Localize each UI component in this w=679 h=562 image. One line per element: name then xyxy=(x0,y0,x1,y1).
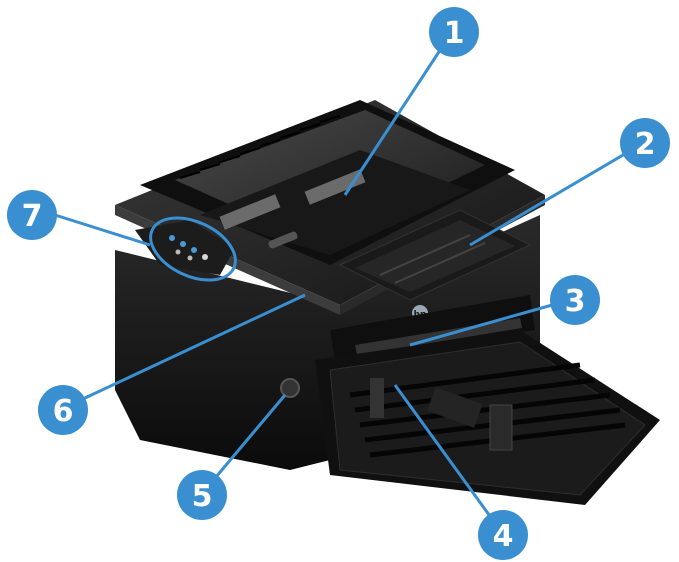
svg-text:2: 2 xyxy=(635,127,656,162)
svg-text:1: 1 xyxy=(444,16,465,51)
svg-text:7: 7 xyxy=(22,199,43,234)
svg-text:5: 5 xyxy=(192,479,213,514)
callout-1: 1 xyxy=(429,7,479,57)
callout-3: 3 xyxy=(550,275,600,325)
callout-5: 5 xyxy=(177,470,227,520)
svg-text:3: 3 xyxy=(565,284,586,319)
callout-4: 4 xyxy=(478,510,528,560)
svg-text:4: 4 xyxy=(493,519,514,554)
callout-2: 2 xyxy=(620,118,670,168)
callout-7: 7 xyxy=(7,190,57,240)
main-input-tray xyxy=(315,330,660,505)
svg-text:6: 6 xyxy=(53,394,74,429)
callout-6: 6 xyxy=(38,385,88,435)
